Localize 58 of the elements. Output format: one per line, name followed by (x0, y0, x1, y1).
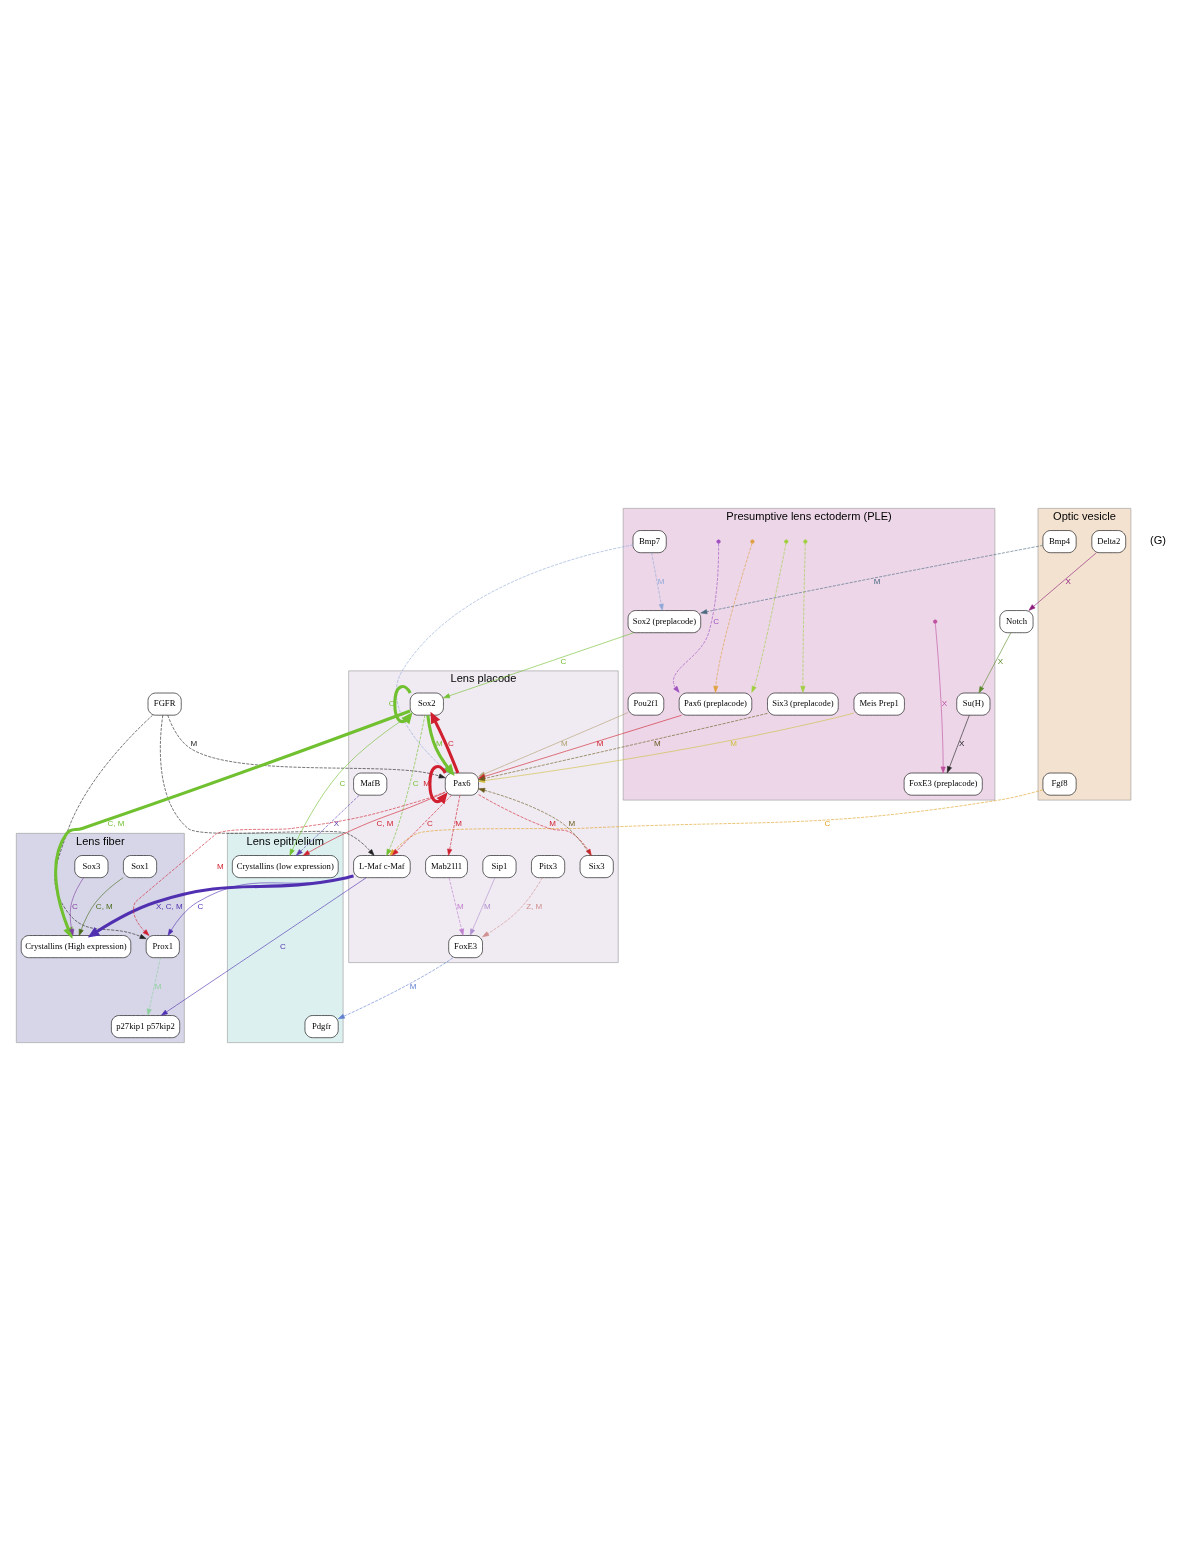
arrow (87, 874, 354, 938)
node-box: Meis Prep1 (853, 692, 905, 715)
node-box: MafB (353, 772, 388, 795)
arrow (392, 794, 452, 856)
arrow (700, 544, 1044, 614)
node-box: Six3 (preplacode) (767, 692, 839, 715)
arrow (167, 714, 446, 778)
arrow (78, 876, 124, 936)
node-box: Crystallins (High expression) (20, 934, 132, 958)
node-box: Pdgfr (304, 1014, 339, 1038)
arrow (947, 714, 970, 773)
node-box: Pax6 (445, 772, 479, 795)
arrow (133, 791, 446, 936)
node-box: Su(H) (956, 692, 991, 715)
node-box: FoxE3 (448, 934, 483, 958)
node-box: Sox2 (preplacode) (627, 609, 701, 633)
node-box: Sox1 (123, 854, 157, 878)
arrow (447, 794, 461, 856)
arrow (1028, 552, 1097, 611)
arrow (443, 631, 634, 698)
node-box: Six3 (579, 854, 614, 878)
arrow (160, 714, 375, 856)
arrow (69, 877, 84, 936)
node-box: FGFR (147, 692, 182, 715)
arrow (146, 957, 161, 1016)
arrow (448, 877, 464, 936)
node-box: Bmp7 (632, 529, 667, 553)
arrow (393, 684, 413, 724)
arrow (800, 542, 806, 693)
node-box: Delta2 (1091, 529, 1126, 553)
arrow (935, 622, 952, 773)
arrow (296, 794, 360, 856)
arrow (167, 875, 354, 936)
arrow (482, 876, 543, 937)
node-box: Notch (999, 609, 1034, 633)
node-box: Sox2 (409, 692, 444, 715)
node-box: Pou2f1 (627, 692, 665, 715)
arrow (713, 542, 753, 693)
node-box: Pitx3 (531, 854, 565, 878)
node-box: FoxE3 (preplacode) (903, 772, 983, 795)
label: (G) (1150, 533, 1166, 546)
node-box: Sip1 (482, 854, 517, 878)
arrow (651, 552, 664, 611)
arrow (337, 956, 454, 1019)
node-box: L-Maf c-Maf (353, 854, 411, 878)
arrow (978, 632, 1012, 693)
arrow (161, 876, 367, 1016)
node-box: Prox1 (145, 934, 180, 958)
arrow (469, 877, 496, 936)
node-box: Sox3 (74, 854, 109, 878)
node-box: Pax6 (preplacode) (678, 692, 753, 715)
arrow (751, 542, 787, 693)
node-box: Crystallins (low expression) (232, 854, 339, 878)
arrow (673, 542, 719, 693)
node-box: Fgf8 (1042, 772, 1077, 795)
node-box: p27kip1 p57kip2 (111, 1014, 180, 1038)
node-box: Mab21l1 (425, 854, 468, 878)
node-box: Bmp4 (1042, 529, 1077, 553)
